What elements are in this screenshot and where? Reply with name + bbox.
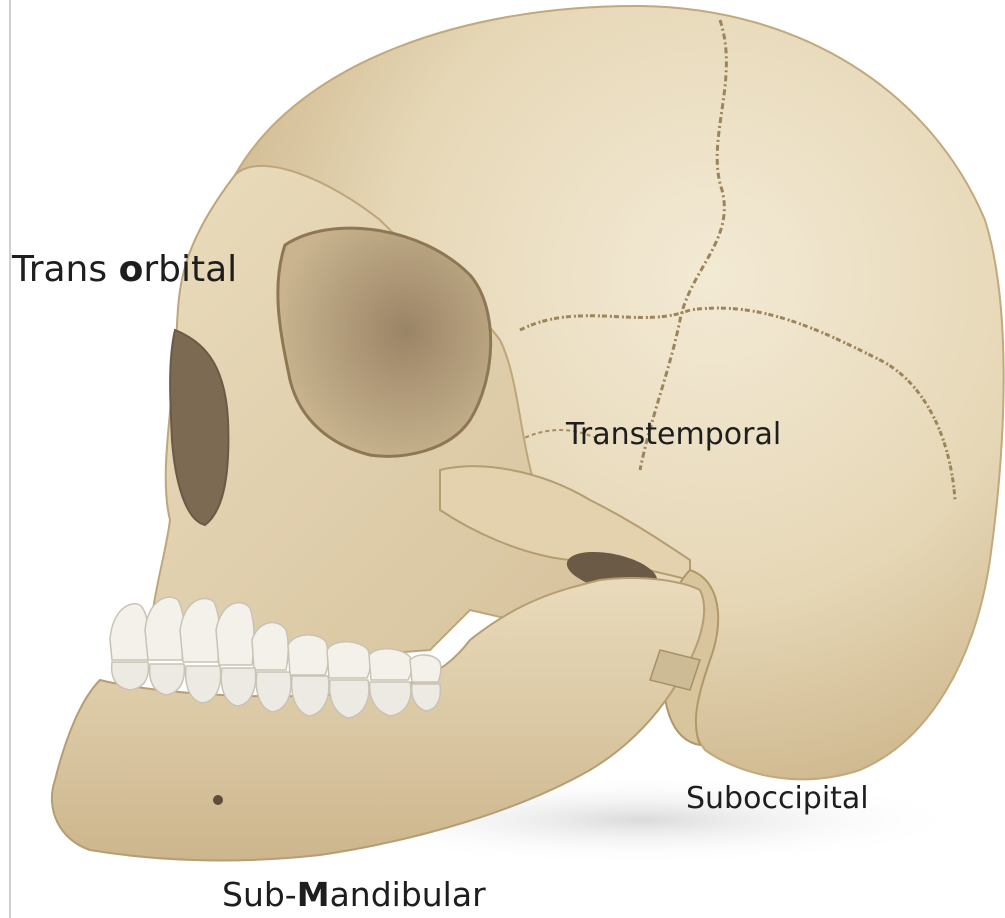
label-sub-mandibular: Sub-Mandibular (222, 878, 486, 911)
label-sub-mandibular-post: andibular (330, 875, 486, 914)
label-sub-mandibular-bold: M (297, 875, 330, 914)
label-trans-orbital-bold: o (119, 249, 144, 290)
label-suboccipital: Suboccipital (686, 784, 869, 814)
label-trans-orbital-post: rbital (143, 249, 237, 290)
label-sub-mandibular-pre: Sub- (222, 875, 297, 914)
label-transtemporal: Transtemporal (566, 420, 781, 450)
mental-foramen (213, 795, 223, 805)
label-trans-orbital-pre: Trans (12, 249, 119, 290)
label-trans-orbital: Trans orbital (12, 252, 237, 288)
